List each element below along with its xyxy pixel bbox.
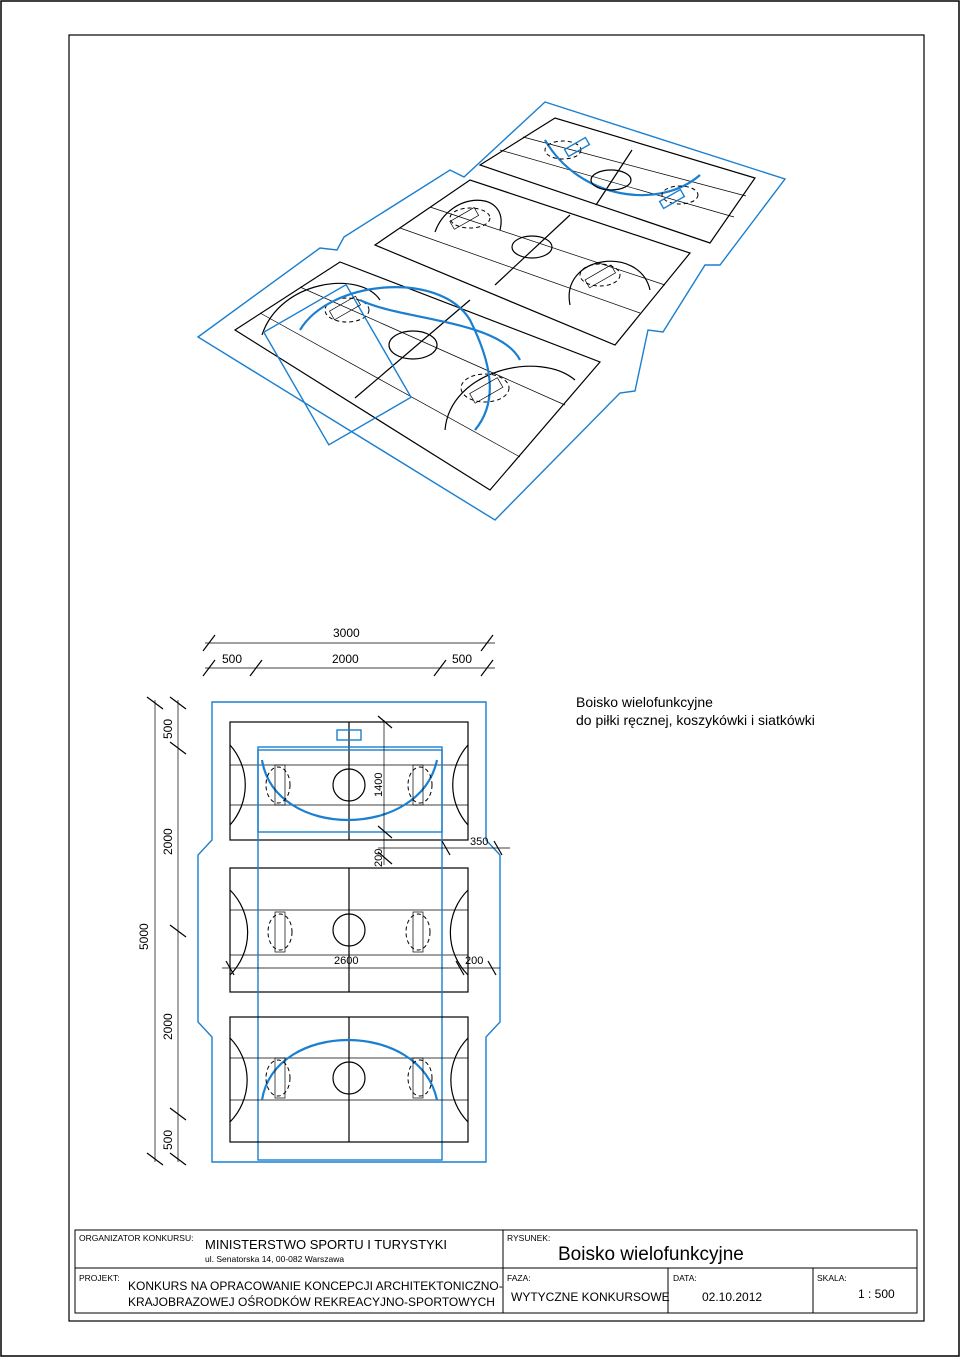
organizer-label: ORGANIZATOR KONKURSU: <box>79 1233 193 1243</box>
dim-top-mid: 2000 <box>332 652 359 666</box>
dim-left-seg1: 2000 <box>161 828 175 855</box>
organizer-name: MINISTERSTWO SPORTU I TURYSTYKI <box>205 1237 447 1252</box>
iso-court-top <box>478 117 756 244</box>
title-block: ORGANIZATOR KONKURSU: MINISTERSTWO SPORT… <box>74 1229 918 1314</box>
date-value: 02.10.2012 <box>702 1290 762 1304</box>
date-label: DATA: <box>673 1273 697 1283</box>
drawing-label: RYSUNEK: <box>507 1233 550 1243</box>
dim-inner-350: 350 <box>470 836 488 848</box>
sheet-inner-border <box>68 34 925 1322</box>
top-dimensions: 3000 500 2000 500 <box>202 626 495 677</box>
iso-court-bottom <box>233 261 602 491</box>
dim-left-total: 5000 <box>137 923 151 950</box>
plan-court-top <box>229 721 469 841</box>
iso-court-mid <box>373 179 692 346</box>
plan-blue-boundary <box>197 701 501 1163</box>
drawing-name: Boisko wielofunkcyjne <box>558 1244 744 1265</box>
description-line-2: do piłki ręcznej, koszykówki i siatkówki <box>576 712 815 728</box>
description-line-1: Boisko wielofunkcyjne <box>576 694 713 710</box>
plan-court-bottom <box>229 1016 469 1143</box>
scale-label: SKALA: <box>817 1273 847 1283</box>
dim-top-total: 3000 <box>333 626 360 640</box>
dim-top-right: 500 <box>452 652 472 666</box>
dim-inner-2600: 2600 <box>334 955 358 967</box>
left-dimensions: 5000 500 2000 2000 500 <box>137 696 187 1166</box>
dim-left-bottom: 500 <box>161 1130 175 1150</box>
dim-left-seg2: 2000 <box>161 1013 175 1040</box>
dim-inner-1400: 1400 <box>373 773 385 797</box>
organizer-address: ul. Senatorska 14, 00-082 Warszawa <box>205 1254 344 1264</box>
isometric-view <box>196 101 787 521</box>
dim-left-top: 500 <box>161 719 175 739</box>
project-label: PROJEKT: <box>79 1273 120 1283</box>
plan-view: 1400 200 350 2600 200 <box>197 701 510 1163</box>
project-line-2: KRAJOBRAZOWEJ OŚRODKÓW REKREACYJNO-SPORT… <box>128 1294 495 1309</box>
iso-blue-boundary <box>196 101 787 521</box>
project-line-1: KONKURS NA OPRACOWANIE KONCEPCJI ARCHITE… <box>128 1279 503 1293</box>
drawing-description: Boisko wielofunkcyjne do piłki ręcznej, … <box>576 694 815 728</box>
dim-inner-200-a: 200 <box>373 849 385 867</box>
phase-value: WYTYCZNE KONKURSOWE <box>511 1290 670 1304</box>
scale-value: 1 : 500 <box>858 1287 895 1301</box>
plan-court-mid <box>229 749 469 1161</box>
phase-label: FAZA: <box>507 1273 531 1283</box>
dim-top-left: 500 <box>222 652 242 666</box>
dim-inner-200-b: 200 <box>465 955 483 967</box>
